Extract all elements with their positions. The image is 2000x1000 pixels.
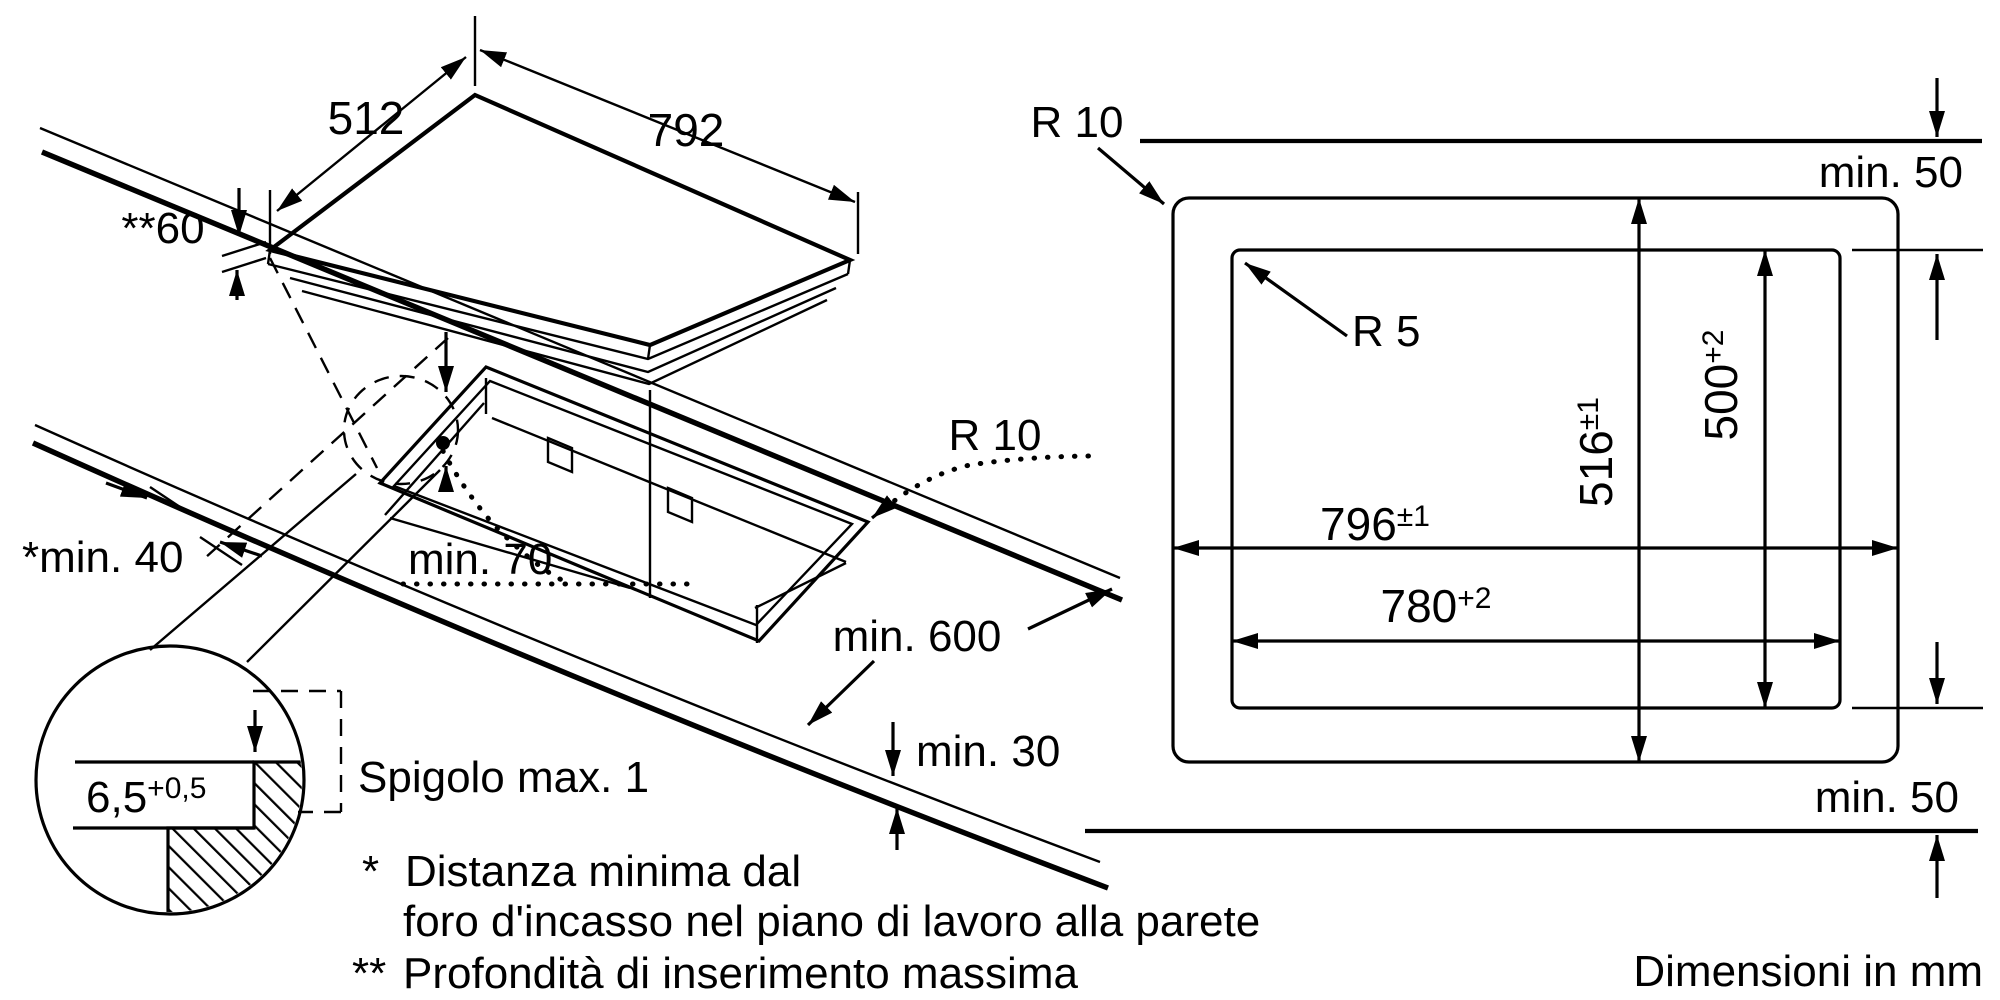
dim-min50-top-label: min. 50	[1819, 148, 1963, 197]
dim-min600-label: min. 600	[833, 612, 1002, 661]
dim-min70-label: min. 70	[408, 535, 552, 584]
projection-lines	[149, 257, 460, 663]
footnote-star-marker: *	[362, 847, 379, 896]
clip-slot-1	[546, 436, 574, 474]
dim-500-label: 500+2	[1695, 330, 1747, 441]
dim-r10-perspective-label: R 10	[949, 411, 1042, 460]
dim-796: 796±1	[1173, 498, 1898, 556]
footnotes: * Distanza minima dal foro d'incasso nel…	[352, 847, 1260, 998]
dim-r10-plan: R 10	[1031, 98, 1166, 206]
dim-r5-plan: R 5	[1244, 261, 1420, 356]
dim-min40: *min. 40	[22, 481, 263, 582]
dim-min50-bottom: min. 50	[1815, 642, 1959, 898]
dim-780: 780+2	[1232, 580, 1840, 649]
dim-500: 500+2	[1695, 250, 1773, 708]
detail-dim-6-5: 6,5+0,5	[86, 772, 206, 822]
plan-view: R 10 R 5 min. 50 min. 50 796±1 780+2	[1031, 78, 1983, 996]
cooktop	[265, 92, 856, 386]
dim-r5-plan-label: R 5	[1352, 307, 1420, 356]
dim-796-label: 796±1	[1320, 498, 1430, 550]
dim-r10-perspective: R 10	[870, 411, 1101, 520]
perspective-view: 512 792 **60	[22, 16, 1260, 998]
dim-min600: min. 600	[806, 587, 1113, 727]
dim-512: 512	[268, 16, 477, 254]
footnote-star-line2: foro d'incasso nel piano di lavoro alla …	[403, 897, 1260, 946]
footnote-double-star-marker: **	[352, 949, 386, 998]
dim-516: 516±1	[1570, 198, 1647, 762]
dim-r10-plan-label: R 10	[1031, 98, 1124, 147]
footnote-double-star-text: Profondità di inserimento massima	[403, 949, 1078, 998]
dim-min50-top: min. 50	[1819, 78, 1963, 340]
recess-outline	[1171, 196, 1900, 764]
clip-slot-2	[666, 486, 694, 524]
dim-60-label: **60	[121, 204, 204, 253]
detail-marker-circle	[342, 374, 460, 486]
dim-60: **60	[121, 188, 267, 300]
dim-min30: min. 30	[885, 722, 1060, 850]
dim-792-label: 792	[648, 104, 725, 156]
dim-780-label: 780+2	[1381, 580, 1492, 632]
cutout-outline	[1230, 248, 1842, 710]
dim-792: 792	[479, 48, 860, 254]
dim-min70: min. 70	[400, 436, 703, 587]
dim-min50-bottom-label: min. 50	[1815, 773, 1959, 822]
worktop-back-edge	[39, 126, 1124, 603]
dim-min40-label: *min. 40	[22, 533, 183, 582]
worktop-cutout	[377, 332, 871, 643]
detail-dashed-box	[253, 689, 343, 814]
dim-min30-label: min. 30	[916, 727, 1060, 776]
units-note: Dimensioni in mm	[1633, 947, 1983, 996]
dim-512-label: 512	[328, 92, 405, 144]
footnote-star-line1: Distanza minima dal	[405, 847, 801, 896]
edge-note-label: Spigolo max. 1	[358, 753, 649, 802]
dim-516-label: 516±1	[1570, 397, 1622, 507]
